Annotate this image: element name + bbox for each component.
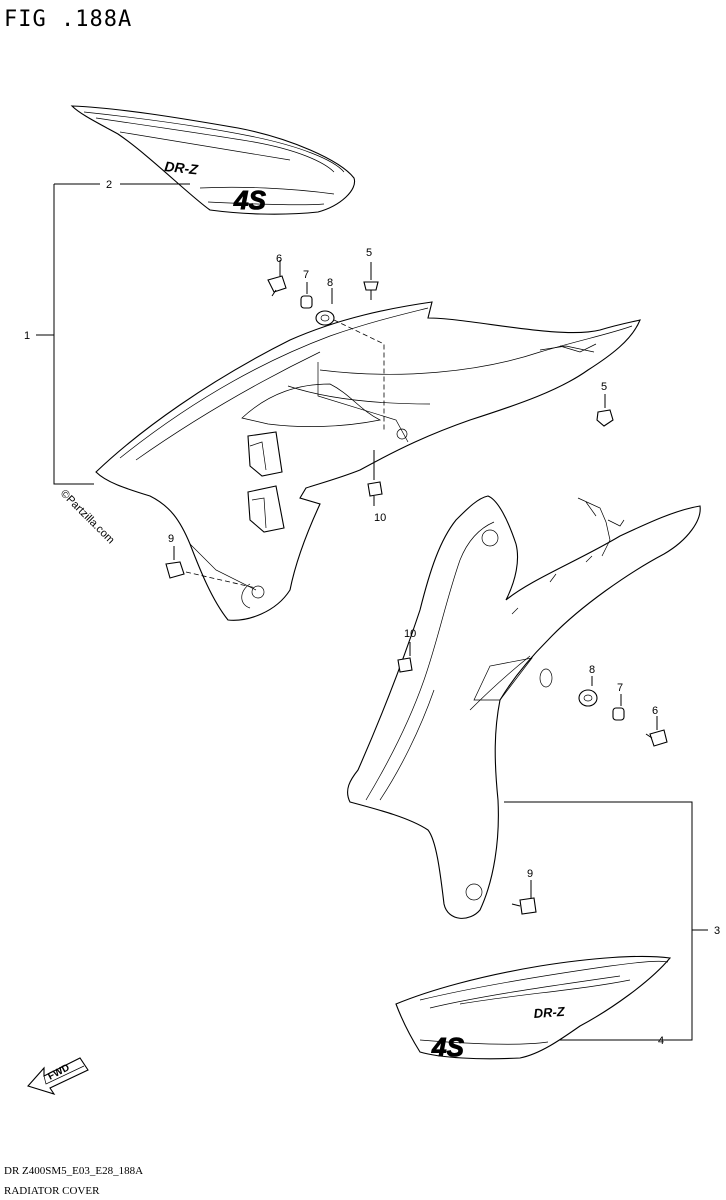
- screw-part-9-right: [511, 880, 537, 915]
- right-radiator-cover-part-3: [347, 495, 701, 919]
- screw-part-9-left: [165, 546, 257, 589]
- decal-upper-text: DR-Z: [164, 158, 199, 177]
- clip-part-10-right: [397, 642, 413, 673]
- watermark-text: ©Partzilla.com: [58, 488, 117, 547]
- lower-decal-part-4: DR-Z 4S: [395, 955, 672, 1063]
- callout-1: 1: [24, 330, 30, 342]
- footer-caption: RADIATOR COVER: [4, 1185, 100, 1197]
- grommet-part-8-upper: [315, 288, 385, 430]
- bracket-3-4: [504, 801, 708, 1041]
- callout-8-right: 8: [589, 664, 595, 676]
- decal-lower-text: 4S: [233, 185, 266, 215]
- screw-part-6-right: [645, 716, 668, 747]
- nut-part-5-right: [596, 394, 614, 427]
- callout-7-right: 7: [617, 682, 623, 694]
- callout-6-upper: 6: [276, 253, 282, 265]
- decal-lower-upper-text: DR-Z: [533, 1004, 566, 1021]
- upper-decal-part-2: DR-Z 4S: [70, 105, 356, 216]
- collar-part-7-right: [612, 694, 625, 721]
- callout-10-right: 10: [404, 628, 416, 640]
- callout-4: 4: [658, 1035, 664, 1047]
- left-radiator-cover-part-1: [95, 301, 641, 621]
- screw-part-6-upper: [267, 260, 287, 297]
- callout-10-upper: 10: [374, 512, 386, 524]
- callout-6-right: 6: [652, 705, 658, 717]
- screw-part-5-upper: [363, 262, 379, 300]
- callout-7-upper: 7: [303, 269, 309, 281]
- callout-8-upper: 8: [327, 277, 333, 289]
- collar-part-7-upper: [300, 282, 313, 309]
- figure-title: FIG .188A: [4, 7, 132, 32]
- callout-2: 2: [106, 179, 112, 191]
- callout-5-upper: 5: [366, 247, 372, 259]
- footer-model-code: DR Z400SM5_E03_E28_188A: [4, 1165, 143, 1177]
- decal-lower-main-text: 4S: [431, 1032, 464, 1062]
- callout-9-left: 9: [168, 533, 174, 545]
- bracket-1-2: [36, 183, 190, 485]
- grommet-part-8-right: [578, 676, 598, 707]
- callout-5-right: 5: [601, 381, 607, 393]
- callout-3: 3: [714, 925, 720, 937]
- fwd-arrow-icon: FWD: [27, 1057, 89, 1095]
- callout-9-right: 9: [527, 868, 533, 880]
- clip-part-10-upper: [367, 450, 383, 506]
